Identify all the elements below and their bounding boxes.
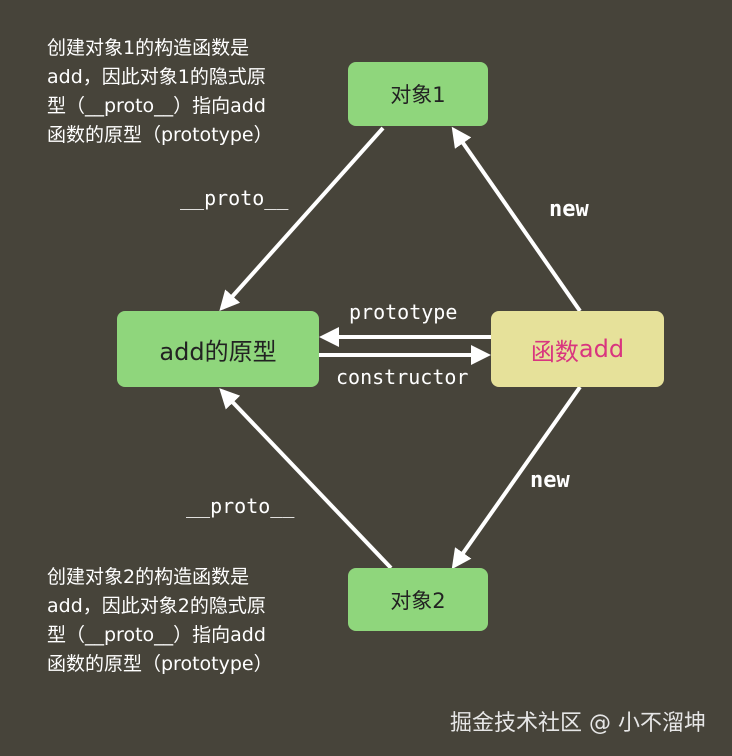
prototype-node: add的原型 — [117, 311, 319, 387]
object1-node: 对象1 — [348, 62, 488, 126]
arrow-obj1-to-proto — [219, 126, 385, 311]
note-line: 型（__proto__）指向add — [47, 95, 266, 117]
prototype-label: add的原型 — [159, 337, 277, 366]
watermark: 掘金技术社区 @ 小不溜坤 — [450, 711, 706, 736]
note-object1: 创建对象1的构造函数是 add，因此对象1的隐式原 型（__proto__）指向… — [47, 34, 347, 150]
note-object2: 创建对象2的构造函数是 add，因此对象2的隐式原 型（__proto__）指向… — [47, 563, 347, 679]
edge-label-proto-bottom: __proto__ — [186, 494, 295, 518]
function-label-suffix: add — [578, 335, 625, 363]
edge-label-prototype: prototype — [349, 300, 458, 324]
note-line: add，因此对象2的隐式原 — [47, 595, 266, 617]
note-line: 创建对象2的构造函数是 — [47, 566, 250, 588]
note-line: 函数的原型（prototype） — [47, 653, 273, 675]
note-line: 型（__proto__）指向add — [47, 624, 266, 646]
note-line: 函数的原型（prototype） — [47, 124, 273, 146]
arrow-func-to-obj1 — [451, 126, 582, 313]
object2-label: 对象2 — [390, 588, 446, 613]
edge-label-constructor: constructor — [336, 365, 469, 389]
object1-label: 对象1 — [390, 83, 446, 107]
object2-node: 对象2 — [348, 568, 488, 631]
edge-label-new-bottom: new — [530, 468, 570, 493]
arrow-obj2-to-proto — [219, 388, 393, 570]
edge-label-new-top: new — [549, 197, 589, 222]
note-line: add，因此对象1的隐式原 — [47, 66, 266, 88]
function-label-prefix: 函数 — [530, 337, 579, 366]
edge-label-proto-top: __proto__ — [180, 186, 289, 210]
arrow-func-to-obj2 — [451, 385, 582, 570]
note-line: 创建对象1的构造函数是 — [47, 37, 250, 59]
